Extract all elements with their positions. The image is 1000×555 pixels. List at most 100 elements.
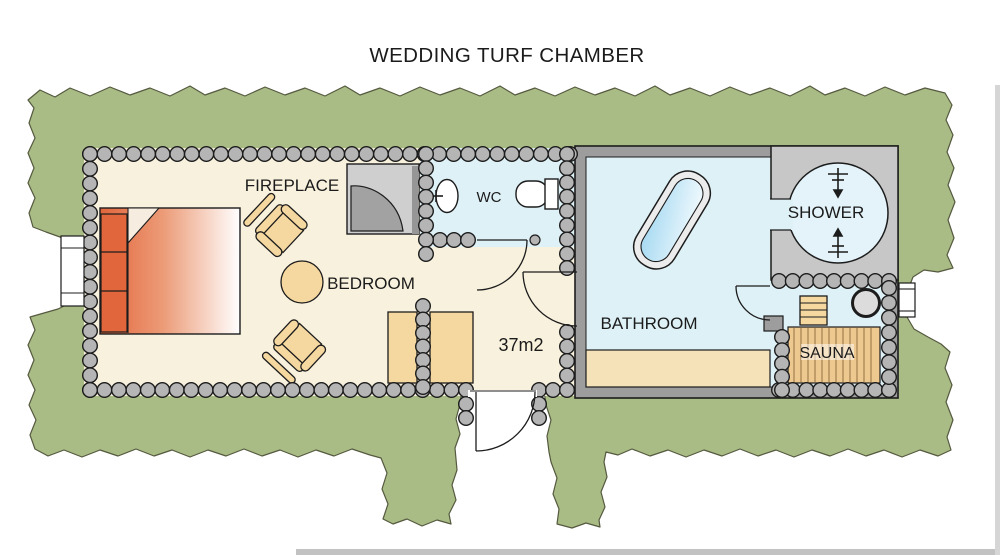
wall-log xyxy=(140,145,157,162)
wall-log xyxy=(81,175,98,192)
wall-log xyxy=(96,145,113,162)
wall-log xyxy=(771,273,788,290)
bathroom-door xyxy=(522,271,578,327)
page-title: WEDDING TURF CHAMBER xyxy=(369,44,644,67)
sauna-label-backing xyxy=(801,344,854,360)
shower-room xyxy=(769,145,899,281)
window-right xyxy=(898,282,916,318)
wall-log xyxy=(826,382,843,399)
wall-log xyxy=(559,245,576,262)
wall-log xyxy=(81,204,98,221)
shower-head-icon xyxy=(828,227,848,258)
wall-log xyxy=(774,329,791,346)
wall-log xyxy=(812,382,829,399)
wall-log xyxy=(458,396,475,413)
wall-log xyxy=(81,264,98,281)
wall-log xyxy=(81,219,98,236)
wall-log xyxy=(96,382,113,399)
wall-log xyxy=(774,368,791,385)
wall-log xyxy=(881,309,898,326)
wall-log xyxy=(154,382,171,399)
wall-log xyxy=(445,145,462,162)
window-left xyxy=(60,235,85,307)
shower-head-icon xyxy=(828,168,848,199)
bathroom-label: BATHROOM xyxy=(601,314,698,333)
wall-log xyxy=(559,367,576,384)
wall-log xyxy=(81,382,98,399)
wall-log xyxy=(418,203,435,220)
wall-log xyxy=(271,145,288,162)
wall-log xyxy=(371,382,388,399)
wall-log xyxy=(285,145,302,162)
wall-log xyxy=(443,382,460,399)
wall-log xyxy=(270,382,287,399)
wall-log xyxy=(110,382,127,399)
wall-log xyxy=(559,188,576,205)
bed-sheet-fold xyxy=(127,207,161,245)
bed xyxy=(99,207,241,335)
fireplace xyxy=(346,163,420,235)
wall-log xyxy=(81,367,98,384)
wall-log xyxy=(458,410,475,427)
shower-entry xyxy=(769,199,793,230)
wall-log xyxy=(812,273,829,290)
wc-door-stop-log xyxy=(529,234,541,246)
fireplace-label: FIREPLACE xyxy=(245,176,339,195)
wall-log xyxy=(559,382,576,399)
wall-log xyxy=(342,382,359,399)
wall-log xyxy=(418,245,435,262)
wall-log xyxy=(867,273,884,290)
wall-log xyxy=(839,382,856,399)
wall-log xyxy=(400,382,417,399)
wall-log xyxy=(139,382,156,399)
wall-log xyxy=(372,145,389,162)
armchair xyxy=(261,319,327,384)
wall-log xyxy=(559,260,576,277)
wall-log xyxy=(559,145,576,162)
wall-log xyxy=(81,352,98,369)
wall-log xyxy=(154,145,171,162)
wall-log xyxy=(111,145,128,162)
sauna-stove xyxy=(851,288,881,318)
sauna-door xyxy=(735,285,771,321)
wall-log xyxy=(81,293,98,310)
wall-log xyxy=(81,278,98,295)
wc-door xyxy=(476,239,528,291)
wall-log xyxy=(358,145,375,162)
wall-log xyxy=(327,382,344,399)
wall-log xyxy=(418,217,435,234)
wall-log xyxy=(81,249,98,266)
wall-log xyxy=(415,325,432,342)
wall-log xyxy=(418,160,435,177)
wall-log xyxy=(415,379,432,396)
round-table xyxy=(280,260,324,304)
bathroom-bench xyxy=(585,349,771,388)
wall-log xyxy=(867,382,884,399)
wall-log xyxy=(881,339,898,356)
wall-log xyxy=(559,338,576,355)
wall-log xyxy=(853,382,870,399)
wall-log xyxy=(881,369,898,386)
wall-log xyxy=(798,273,815,290)
wall-log xyxy=(81,234,98,251)
wall-log xyxy=(774,355,791,372)
wall-log xyxy=(314,145,331,162)
wall-log xyxy=(418,145,435,162)
wall-log xyxy=(559,324,576,341)
wall-log xyxy=(81,160,98,177)
wall-log xyxy=(197,382,214,399)
wall-log xyxy=(559,174,576,191)
bench-left xyxy=(387,311,418,384)
toilet xyxy=(515,178,559,210)
wall-log xyxy=(212,145,229,162)
wall-log xyxy=(429,382,446,399)
wall-log xyxy=(387,145,404,162)
wall-log xyxy=(284,382,301,399)
entrance-door xyxy=(468,390,537,452)
wall-log xyxy=(241,382,258,399)
wall-log xyxy=(415,365,432,382)
wall-log xyxy=(169,145,186,162)
bench-right xyxy=(429,311,474,384)
wall-log xyxy=(460,145,477,162)
